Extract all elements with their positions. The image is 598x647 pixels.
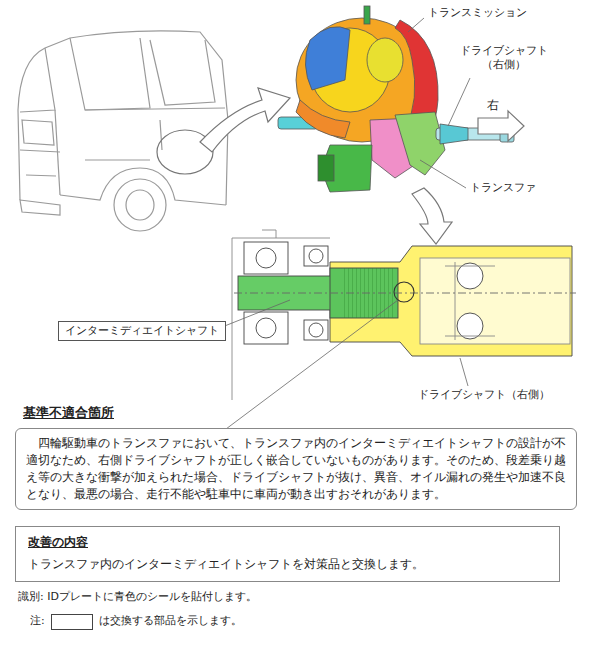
body-text: 四輪駆動車のトランスファにおいて、トランスファ内のインターミディエイトシャフトの… (15, 428, 577, 510)
direction-arrow (478, 111, 524, 141)
direction-label: 右 (487, 98, 499, 112)
heading: 改善の内容 (28, 533, 547, 551)
pointer-arrow (200, 88, 290, 152)
pointer-arrow (412, 188, 452, 244)
text-box: インターミディエイトシャフト (58, 321, 226, 341)
note-text: 注: (30, 614, 45, 628)
text-box: 基準不適合箇所四輪駆動車のトランスファにおいて、トランスファ内のインターミディエ… (15, 404, 577, 510)
leader-lines (212, 300, 468, 432)
part-label: トランスミッション (428, 6, 527, 20)
note-text: は交換する部品を示します。 (99, 614, 242, 628)
car-drawing (18, 31, 228, 231)
transmission-assembly (278, 6, 514, 192)
legend-box (51, 614, 93, 630)
body-text: トランスファ内のインターミディエイトシャフトを対策品と交換します。 (28, 555, 547, 573)
part-label: ドライブシャフト（右側） (418, 388, 550, 402)
cross-section (232, 230, 576, 400)
note-text: 識別: IDプレートに青色のシールを貼付します。 (18, 590, 257, 604)
part-label: トランスファ (470, 181, 536, 195)
leader-lines (408, 18, 470, 188)
part-label: ドライブシャフト（右側） (458, 44, 550, 72)
part-name: インターミディエイトシャフト (65, 324, 219, 338)
heading: 基準不適合箇所 (15, 404, 577, 422)
text-box: 改善の内容トランスファ内のインターミディエイトシャフトを対策品と交換します。 (15, 526, 560, 582)
